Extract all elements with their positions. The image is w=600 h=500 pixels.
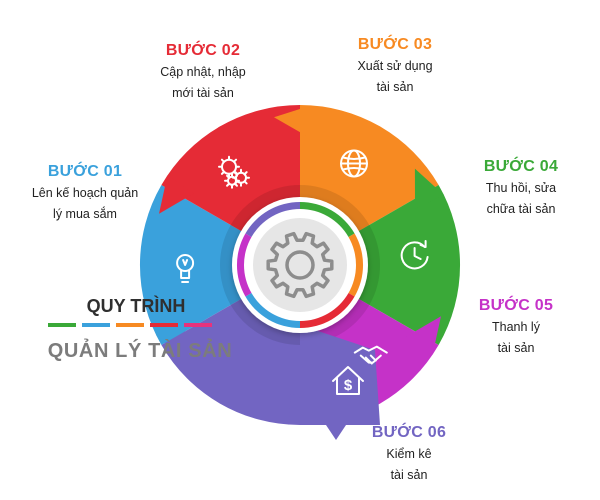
wheel-segment-6-tail <box>300 325 380 440</box>
step-label-5: BƯỚC 05 Thanh lý tài sản <box>441 297 591 357</box>
step-desc-6a: Kiểm kê <box>386 447 432 461</box>
step-desc-1a: Lên kế hoạch quản <box>31 186 139 200</box>
step-desc-3a: Xuất sử dụng <box>357 59 433 73</box>
gear-icon <box>266 231 334 299</box>
step-desc-2a: Cập nhật, nhập <box>160 65 246 79</box>
step-title-3: BƯỚC 03 <box>357 36 433 53</box>
gears-icon <box>218 155 250 189</box>
step-desc-6b: tài sản <box>390 468 428 482</box>
handshake-icon <box>353 345 388 365</box>
step-title-5: BƯỚC 05 <box>478 297 554 314</box>
step-desc-3b: tài sản <box>376 80 414 94</box>
step-title-6: BƯỚC 06 <box>371 424 447 441</box>
step-title-4: BƯỚC 04 <box>483 158 559 175</box>
step-desc-2b: mới tài sản <box>172 86 234 100</box>
color-bar-segment-1 <box>48 323 76 327</box>
step-desc-5a: Thanh lý <box>492 320 540 334</box>
step-desc-5b: tài sản <box>497 341 535 355</box>
step-label-3: BƯỚC 03 Xuất sử dụng tài sản <box>320 36 470 96</box>
step-label-6: BƯỚC 06 Kiểm kê tài sản <box>334 424 484 484</box>
clock-icon <box>400 240 429 270</box>
svg-text:$: $ <box>344 377 353 394</box>
title-line-2: QUẢN LÝ TÀI SẢN <box>47 340 233 362</box>
step-title-1: BƯỚC 01 <box>47 163 123 180</box>
color-bar-segment-2 <box>82 323 110 327</box>
house-dollar-icon: $ <box>332 366 364 395</box>
step-label-4: BƯỚC 04 Thu hồi, sửa chữa tài sản <box>446 158 596 218</box>
step-label-2: BƯỚC 02 Cập nhật, nhập mới tài sản <box>128 42 278 102</box>
step-desc-1b: lý mua sắm <box>53 207 117 221</box>
title-line-1: QUY TRÌNH <box>86 296 186 316</box>
color-bar <box>48 323 212 327</box>
step-title-2: BƯỚC 02 <box>165 42 241 59</box>
step-desc-4b: chữa tài sản <box>486 202 556 216</box>
globe-icon <box>340 149 368 178</box>
center-color-ring <box>236 201 364 329</box>
lightbulb-icon <box>176 254 195 283</box>
step-label-1: BƯỚC 01 Lên kế hoạch quản lý mua sắm <box>10 163 160 223</box>
color-bar-segment-3 <box>116 323 144 327</box>
color-bar-segment-4 <box>150 323 178 327</box>
step-desc-4a: Thu hồi, sửa <box>485 181 557 195</box>
color-bar-segment-5 <box>184 323 212 327</box>
